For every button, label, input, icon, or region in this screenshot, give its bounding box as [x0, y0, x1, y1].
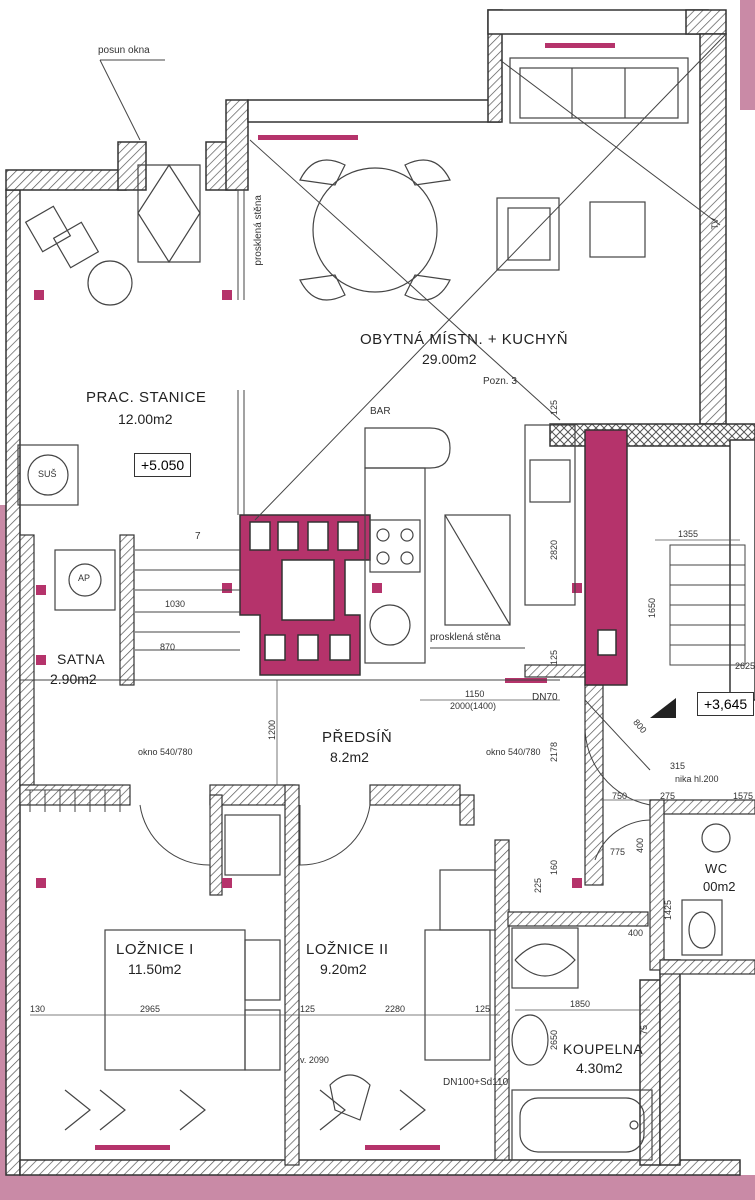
dim-775: 775	[610, 847, 626, 857]
dim-1355: 1355	[678, 529, 699, 539]
label-bar: BAR	[370, 406, 391, 417]
label-niche: nika hl.200	[675, 774, 719, 784]
room-area-bedroom1: 11.50m2	[128, 961, 182, 977]
dim-125b: 125	[300, 1004, 316, 1014]
dim-1575: 1575	[733, 791, 754, 801]
dim-275: 275	[660, 791, 676, 801]
room-name-wardrobe: SATNA	[57, 651, 106, 667]
kitchen	[364, 424, 576, 664]
label-window-right: okno 540/780	[486, 747, 541, 757]
room-area-wardrobe: 2.90m2	[50, 671, 97, 687]
dining-table	[299, 159, 451, 301]
label-tv: TV	[710, 218, 720, 230]
room-area-bedroom2: 9.20m2	[320, 961, 367, 977]
direction-marker	[650, 698, 676, 718]
room-area-living: 29.00m2	[422, 351, 477, 367]
room-name-bathroom: KOUPELNA	[563, 1041, 644, 1057]
room-name-wc: WC	[705, 861, 728, 876]
dimension-lines	[30, 539, 740, 1016]
dim-2000: 2000(1400)	[450, 701, 497, 711]
dim-1850: 1850	[570, 999, 591, 1009]
dim-125d: 125	[549, 650, 559, 666]
dim-400b: 400	[628, 928, 644, 938]
diagonal-lines	[249, 34, 726, 521]
dim-870: 870	[160, 642, 176, 652]
dim-1030: 1030	[165, 599, 186, 609]
staircase	[25, 544, 746, 812]
label-stair-number: 7	[195, 531, 201, 542]
room-name-bedroom2: LOŽNICE II	[306, 941, 389, 958]
dim-1425: 1425	[663, 900, 673, 921]
dim-225: 225	[533, 878, 543, 894]
note-reference: Pozn. 3	[483, 376, 517, 387]
dim-1150: 1150	[465, 689, 485, 699]
dim-2965: 2965	[140, 1004, 161, 1014]
room-name-living: OBYTNÁ MÍSTN. + KUCHYŇ	[360, 331, 569, 348]
dim-2625: 2625	[735, 661, 755, 671]
shaft-block	[239, 429, 628, 686]
dim-750: 750	[612, 791, 628, 801]
room-name-workstation: PRAC. STANICE	[86, 389, 207, 406]
note-glass-wall-vertical: prosklená stěna	[253, 195, 264, 266]
dim-1650: 1650	[647, 598, 657, 619]
label-height: v. 2090	[300, 1055, 329, 1065]
exterior-walls	[5, 9, 755, 1176]
dim-75: 75	[639, 1025, 649, 1036]
label-drain-bottom: DN100+Sd110	[443, 1077, 509, 1088]
dim-130: 130	[30, 1004, 46, 1014]
label-dryer: SUŠ	[38, 469, 57, 479]
room-area-hall: 8.2m2	[330, 749, 369, 765]
glass-walls	[20, 59, 560, 681]
dim-125a: 125	[549, 400, 559, 416]
room-name-bedroom1: LOŽNICE I	[116, 941, 194, 958]
dim-2280: 2280	[385, 1004, 406, 1014]
label-drain-top: DN70	[532, 692, 558, 703]
dim-400a: 400	[635, 838, 645, 854]
dim-1200: 1200	[267, 720, 277, 741]
door-swings	[139, 699, 651, 866]
bedroom-furniture	[64, 814, 496, 1131]
level-marker-main: +5.050	[134, 453, 192, 477]
dim-160: 160	[549, 860, 559, 876]
bathroom-fixtures	[511, 823, 731, 1161]
interior-walls	[19, 534, 755, 1166]
note-window-shift: posun okna	[98, 45, 150, 56]
dim-125c: 125	[475, 1004, 491, 1014]
dim-2650: 2650	[549, 1030, 559, 1051]
label-window-left: okno 540/780	[138, 747, 193, 757]
dim-315: 315	[670, 761, 686, 771]
dim-2820: 2820	[549, 540, 559, 561]
label-ap: AP	[78, 573, 91, 583]
level-marker-right: +3,645	[697, 692, 755, 716]
room-area-wc: 00m2	[703, 879, 736, 894]
sofa	[496, 57, 689, 271]
dim-2178: 2178	[549, 742, 559, 763]
room-area-workstation: 12.00m2	[118, 411, 173, 427]
note-glass-wall-horizontal: prosklená stěna	[430, 632, 501, 643]
room-area-bathroom: 4.30m2	[576, 1060, 623, 1076]
workstation-furniture	[17, 163, 201, 611]
room-name-hall: PŘEDSÍŇ	[322, 729, 393, 746]
